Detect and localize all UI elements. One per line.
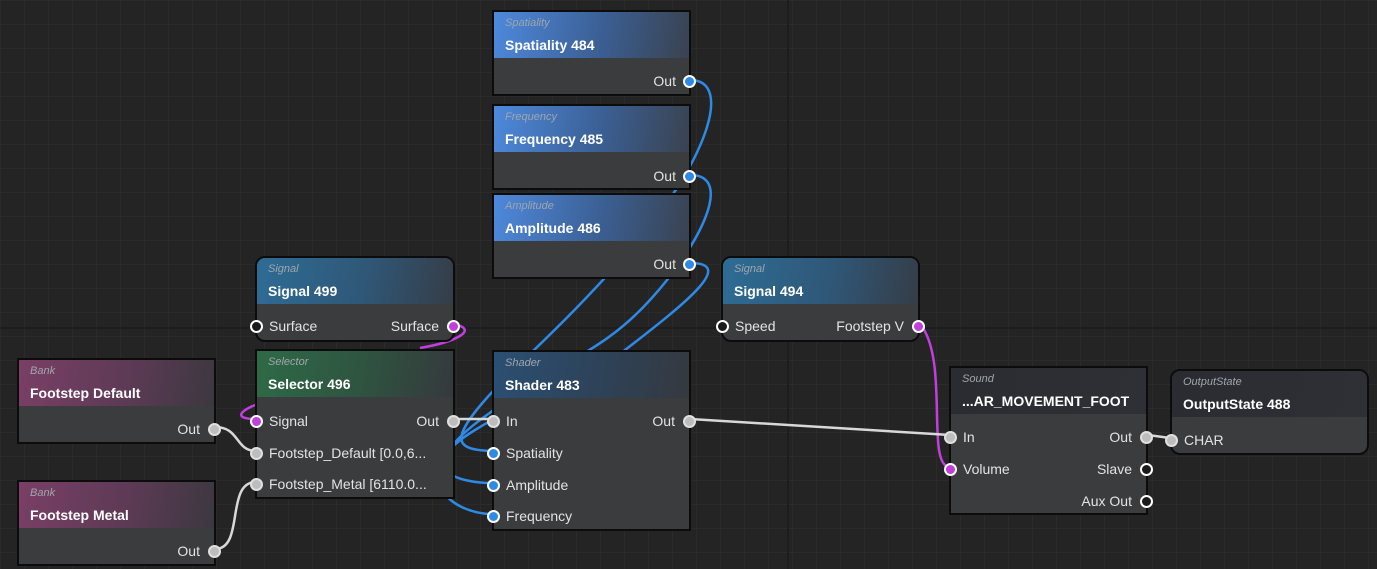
output-port-out[interactable] [683,75,696,88]
node-title: Signal 499 [268,283,338,299]
wire-footstep-volume [919,323,951,469]
input-port-amplitude[interactable] [487,479,500,492]
wire-shader-sound [689,417,951,437]
port-label-surface-out: Surface [390,318,439,334]
input-port-footstep-metal[interactable] [250,478,263,491]
node-category: Bank [30,365,56,377]
port-label-speed: Speed [735,318,776,334]
node-signal-494[interactable]: Signal Signal 494 Speed Footstep V [716,256,925,342]
node-header[interactable]: Amplitude Amplitude 486 [494,195,689,241]
port-label-out: Out [416,413,439,429]
output-port-out[interactable] [208,423,221,436]
port-label-footstep-default: Footstep_Default [0.0,6... [269,445,427,461]
node-header[interactable]: Spatiality Spatiality 484 [494,12,689,58]
node-category: Shader [505,357,541,369]
port-label-out: Out [653,256,676,272]
node-category: Signal [734,263,765,275]
output-port-surface[interactable] [447,320,460,333]
node-title: Footstep Default [30,385,141,401]
node-header[interactable]: Sound ...AR_MOVEMENT_FOOT [951,368,1146,414]
input-port-in[interactable] [944,431,957,444]
node-header[interactable]: Bank Footstep Metal [19,482,214,528]
node-header[interactable]: Selector Selector 496 [257,351,453,397]
port-label-aux-out: Aux Out [1081,493,1132,509]
input-port-volume[interactable] [944,463,957,476]
node-header[interactable]: Signal Signal 494 [723,258,918,304]
port-label-spatiality: Spatiality [506,445,563,461]
node-title: Spatiality 484 [505,37,595,53]
node-category: Spatiality [505,17,550,29]
node-title: Frequency 485 [505,131,604,147]
port-label-signal: Signal [269,413,308,429]
input-port-signal[interactable] [250,415,263,428]
node-header[interactable]: OutputState OutputState 488 [1172,371,1367,417]
port-label-amplitude: Amplitude [506,477,569,493]
input-port-frequency[interactable] [487,510,500,523]
node-title: Selector 496 [268,376,351,392]
port-label-out: Out [653,168,676,184]
output-port-footstep-v[interactable] [912,320,925,333]
node-category: Selector [268,356,309,368]
port-label-in: In [506,413,518,429]
node-sound[interactable]: Sound ...AR_MOVEMENT_FOOT In Out Volume … [944,366,1153,515]
output-port-out[interactable] [447,415,460,428]
node-title: Shader 483 [505,377,580,393]
output-port-out[interactable] [683,415,696,428]
output-port-out[interactable] [683,170,696,183]
output-port-out[interactable] [683,258,696,271]
node-category: Bank [30,487,56,499]
node-shader-483[interactable]: Shader Shader 483 In Out Spatiality Ampl… [487,350,696,531]
node-selector-496[interactable]: Selector Selector 496 Signal Out Footste… [250,349,460,499]
node-category: Amplitude [505,200,554,212]
port-label-out: Out [653,73,676,89]
output-port-out[interactable] [1140,431,1153,444]
port-label-volume: Volume [963,461,1010,477]
node-category: Sound [962,373,994,385]
node-spatiality-484[interactable]: Spatiality Spatiality 484 Out [492,10,696,96]
port-label-footstep-metal: Footstep_Metal [6110.0... [269,476,427,492]
node-title: Signal 494 [734,283,804,299]
port-label-out: Out [1109,429,1132,445]
node-frequency-485[interactable]: Frequency Frequency 485 Out [492,104,696,190]
output-port-aux-out[interactable] [1140,495,1153,508]
output-port-out[interactable] [208,545,221,558]
node-title: OutputState 488 [1183,396,1291,412]
node-category: Signal [268,263,299,275]
node-header[interactable]: Bank Footstep Default [19,360,214,406]
grid-line-horizontal [0,327,1377,329]
node-title: Amplitude 486 [505,220,601,236]
port-label-slave: Slave [1096,461,1132,477]
node-header[interactable]: Shader Shader 483 [494,352,689,398]
input-port-char[interactable] [1165,434,1178,447]
port-label-frequency: Frequency [506,508,573,524]
wire-default-selector [214,425,257,453]
node-bank-footstep-metal[interactable]: Bank Footstep Metal Out [17,480,221,566]
node-signal-499[interactable]: Signal Signal 499 Surface Surface [250,256,460,342]
node-header[interactable]: Frequency Frequency 485 [494,106,689,152]
node-outputstate-488[interactable]: OutputState OutputState 488 CHAR [1165,369,1369,455]
node-title: ...AR_MOVEMENT_FOOT [962,393,1130,409]
node-category: Frequency [505,111,557,123]
input-port-in[interactable] [487,415,500,428]
port-label-out: Out [652,413,675,429]
input-port-surface[interactable] [250,320,263,333]
node-title: Footstep Metal [30,507,129,523]
node-category: OutputState [1183,376,1242,388]
input-port-spatiality[interactable] [487,447,500,460]
node-bank-footstep-default[interactable]: Bank Footstep Default Out [17,358,221,444]
port-label-in: In [963,429,975,445]
port-label-footstep-v: Footstep V [836,318,904,334]
output-port-slave[interactable] [1140,463,1153,476]
input-port-footstep-default[interactable] [250,447,263,460]
node-header[interactable]: Signal Signal 499 [257,258,453,304]
port-label-surface-in: Surface [269,318,318,334]
input-port-speed[interactable] [716,320,729,333]
port-label-out: Out [177,421,200,437]
port-label-char: CHAR [1184,432,1224,448]
wire-metal-selector [214,480,257,551]
node-amplitude-486[interactable]: Amplitude Amplitude 486 Out [492,193,696,279]
port-label-out: Out [177,543,200,559]
